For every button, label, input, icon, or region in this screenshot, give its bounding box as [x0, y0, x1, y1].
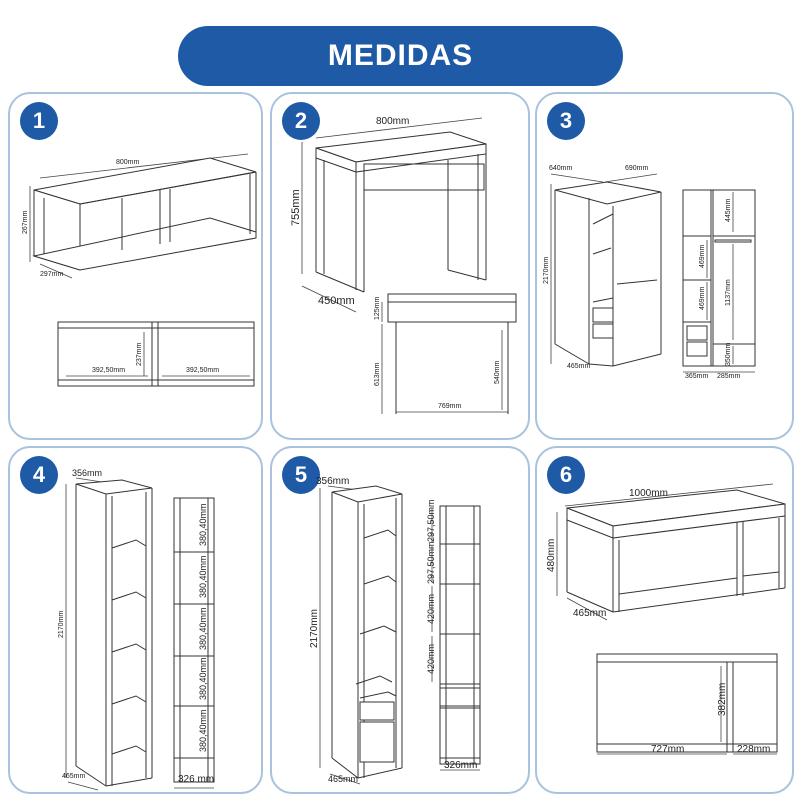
dim-inner-height-label: 382mm [717, 683, 728, 716]
dim-shelf-2-label: 380,40mm [198, 555, 208, 598]
panel-4: 4 356mm 2170mm 465mm 380,40mm 380,40mm 3… [8, 446, 263, 794]
dim-left-niche-label: 392,50mm [92, 367, 125, 374]
panel-4-drawing: 356mm 2170mm 465mm 380,40mm 380,40mm 380… [58, 468, 215, 791]
panel-3: 3 640mm 690mm 2170mm 465mm [535, 92, 794, 440]
front-view [682, 189, 756, 367]
shelf-bottom [32, 217, 257, 271]
dim-depth-label: 297mm [40, 271, 64, 278]
dim-inner-height-label: 540mm [494, 360, 501, 384]
front-view [439, 505, 481, 765]
dim-depth-top-label: 356mm [72, 468, 102, 478]
panel-number-badge: 4 [20, 456, 58, 494]
dim-line [39, 263, 73, 279]
dim-top-niche-label: 445mm [725, 198, 732, 222]
dim-niche-4-label: 420mm [426, 644, 436, 674]
panel-number-badge: 2 [282, 102, 320, 140]
dim-depth-top-label: 356mm [316, 476, 349, 487]
dim-height-label: 755mm [290, 189, 302, 226]
panel-number-badge: 3 [547, 102, 585, 140]
dim-depth-label: 465mm [573, 608, 606, 619]
panel-number-badge: 1 [20, 102, 58, 140]
dim-height-label: 2170mm [309, 609, 320, 648]
page-title: MEDIDAS [327, 39, 474, 72]
dim-niche-a-label: 469mm [699, 244, 706, 268]
dim-drawer-label: 125mm [374, 296, 381, 320]
dim-side-b-label: 690mm [625, 165, 649, 172]
dim-niche-height-label: 237mm [136, 342, 143, 366]
page-title-banner: MEDIDAS [178, 26, 623, 86]
dim-width-label: 326mm [444, 760, 477, 771]
dim-height-label: 480mm [546, 539, 557, 572]
dim-shelf-5-label: 380,40mm [198, 709, 208, 752]
dim-height-label: 2170mm [58, 611, 65, 638]
dim-left-width-label: 727mm [651, 744, 684, 755]
panel-2-drawing: 800mm 755mm 450mm 125mm 613mm 540mm 769m… [290, 116, 517, 414]
front-view [173, 497, 215, 783]
dim-right-niche-label: 392,50mm [186, 367, 219, 374]
panel-1: 1 800mm 267mm 297mm 392,50mm 237mm 392,5… [8, 92, 263, 440]
dim-depth-label: 450mm [318, 295, 355, 307]
dim-side-a-label: 640mm [549, 165, 573, 172]
dim-depth-label: 465mm [328, 774, 358, 784]
dim-niche-2-label: 297,50mm [426, 541, 436, 584]
panel-number-badge: 5 [282, 456, 320, 494]
shelf-top [33, 157, 257, 205]
bookcase-top [75, 479, 153, 495]
front-view [57, 321, 255, 387]
panel-2: 2 800mm 755mm 450mm 125mm 613mm 540mm 7 [270, 92, 530, 440]
drawer-2 [359, 721, 395, 763]
panel-1-drawing: 800mm 267mm 297mm 392,50mm 237mm 392,50m… [22, 153, 257, 387]
dim-niche-b-label: 469mm [699, 286, 706, 310]
dim-inner-width-label: 769mm [438, 403, 462, 410]
dim-height-label: 2170mm [543, 257, 550, 284]
dim-width-label: 1000mm [629, 488, 668, 499]
dim-niche-3-label: 420mm [426, 594, 436, 624]
panel-6: 6 1000mm 480mm 465mm 382mm 727mm 228mm [535, 446, 794, 794]
panel-6-drawing: 1000mm 480mm 465mm 382mm 727mm 228mm [546, 483, 786, 755]
front-drawer [387, 293, 517, 323]
dim-height-label: 267mm [22, 210, 29, 234]
dim-long-niche-label: 1137mm [725, 279, 732, 306]
dim-width-label: 800mm [116, 159, 140, 166]
dim-bottom-label: 350mm [725, 342, 732, 366]
dim-width-right-label: 285mm [717, 373, 741, 380]
dim-niche-1-label: 297,50mm [426, 499, 436, 542]
dim-width-label: 326 mm [178, 774, 214, 785]
dim-shelf-3-label: 380,40mm [198, 607, 208, 650]
dim-leg-label: 613mm [374, 362, 381, 386]
dim-depth-label: 465mm [567, 363, 591, 370]
panel-5-drawing: 356mm 2170mm 465mm 297,50mm 297,50 [309, 476, 481, 785]
wardrobe-top [554, 181, 662, 205]
panel-5: 5 356mm 2170mm 465mm 297,50mm [270, 446, 530, 794]
front-view [596, 653, 778, 753]
dim-line [39, 153, 249, 179]
dim-shelf-4-label: 380,40mm [198, 657, 208, 700]
cabinet-top [331, 485, 403, 503]
dim-width-left-label: 365mm [685, 373, 709, 380]
dim-right-width-label: 228mm [737, 744, 770, 755]
dim-depth-label: 465mm [62, 773, 86, 780]
dim-width-label: 800mm [376, 116, 409, 127]
panel-3-drawing: 640mm 690mm 2170mm 465mm 445m [543, 165, 756, 380]
drawer-1 [359, 701, 395, 721]
panel-number-badge: 6 [547, 456, 585, 494]
dim-shelf-1-label: 380,40mm [198, 503, 208, 546]
